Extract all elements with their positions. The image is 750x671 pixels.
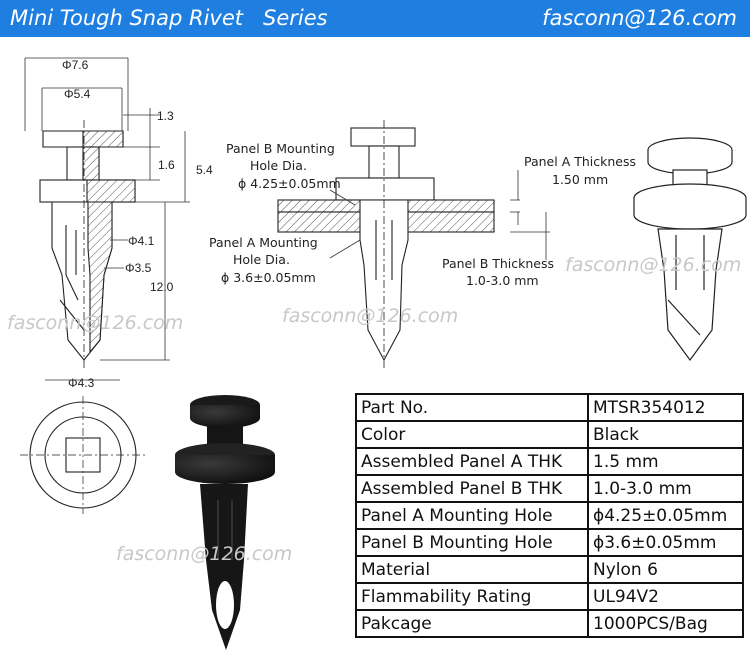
spec-key: Panel A Mounting Hole (355, 501, 589, 530)
watermark: fasconn@126.com (116, 543, 293, 565)
spec-value: ϕ4.25±0.05mm (587, 501, 744, 530)
spec-key: Flammability Rating (355, 582, 589, 611)
spec-value: 1.0-3.0 mm (587, 474, 744, 503)
dimension-lines (24, 57, 190, 381)
callout-panel-b-thk-value: 1.0-3.0 mm (466, 273, 539, 288)
spec-value: ϕ3.6±0.05mm (587, 528, 744, 557)
callout-panel-b-hole-value: ϕ 4.25±0.05mm (238, 176, 341, 191)
rivet-black-photo (175, 395, 275, 650)
spec-value: Nylon 6 (587, 555, 744, 584)
dim-h16: 1.6 (158, 158, 175, 172)
spec-value: UL94V2 (587, 582, 744, 611)
callout-panel-b-thk-line1: Panel B Thickness (442, 256, 554, 271)
spec-value: MTSR354012 (587, 393, 744, 422)
callout-panel-b-hole-line1: Panel B Mounting (226, 141, 335, 156)
callout-panel-a-hole-line1: Panel A Mounting (209, 235, 318, 250)
spec-value: 1000PCS/Bag (587, 609, 744, 638)
end-view (20, 396, 146, 514)
callout-panel-a-thk-value: 1.50 mm (552, 172, 608, 187)
callout-panel-a-hole-line2: Hole Dia. (233, 252, 290, 267)
dim-d54: Φ5.4 (64, 87, 91, 101)
callout-panel-a-thk-line1: Panel A Thickness (524, 154, 636, 169)
page-title: Mini Tough Snap Rivet Series (10, 6, 328, 30)
rivet-line-illustration (633, 137, 747, 362)
dim-h13: 1.3 (157, 109, 174, 123)
dim-d76: Φ7.6 (62, 58, 89, 72)
watermark: fasconn@126.com (565, 254, 742, 276)
spec-value: Black (587, 420, 744, 449)
header-email: fasconn@126.com (542, 6, 737, 30)
spec-key: Color (355, 420, 589, 449)
spec-key: Part No. (355, 393, 589, 422)
dim-h120: 12.0 (150, 280, 174, 294)
spec-key: Material (355, 555, 589, 584)
callout-panel-a-hole-value: ϕ 3.6±0.05mm (221, 270, 316, 285)
assembled-view (277, 120, 495, 370)
section-view (39, 120, 136, 370)
watermark: fasconn@126.com (7, 312, 184, 334)
spec-key: Assembled Panel A THK (355, 447, 589, 476)
dim-d35: Φ3.5 (125, 261, 152, 275)
spec-key: Pakcage (355, 609, 589, 638)
dim-d41: Φ4.1 (128, 234, 155, 248)
dim-h54: 5.4 (196, 163, 213, 177)
header-bar: Mini Tough Snap Rivet Series fasconn@126… (0, 0, 750, 37)
technical-drawing: Φ7.6 Φ5.4 1.3 1.6 5.4 Φ4.1 Φ3.5 12.0 Φ4.… (20, 57, 747, 650)
spec-value: 1.5 mm (587, 447, 744, 476)
watermark: fasconn@126.com (282, 305, 459, 327)
table-row: Part No.MTSR354012 (355, 393, 744, 422)
callout-panel-b-hole-line2: Hole Dia. (250, 158, 307, 173)
spec-key: Assembled Panel B THK (355, 474, 589, 503)
spec-key: Panel B Mounting Hole (355, 528, 589, 557)
dim-d43: Φ4.3 (68, 376, 95, 390)
